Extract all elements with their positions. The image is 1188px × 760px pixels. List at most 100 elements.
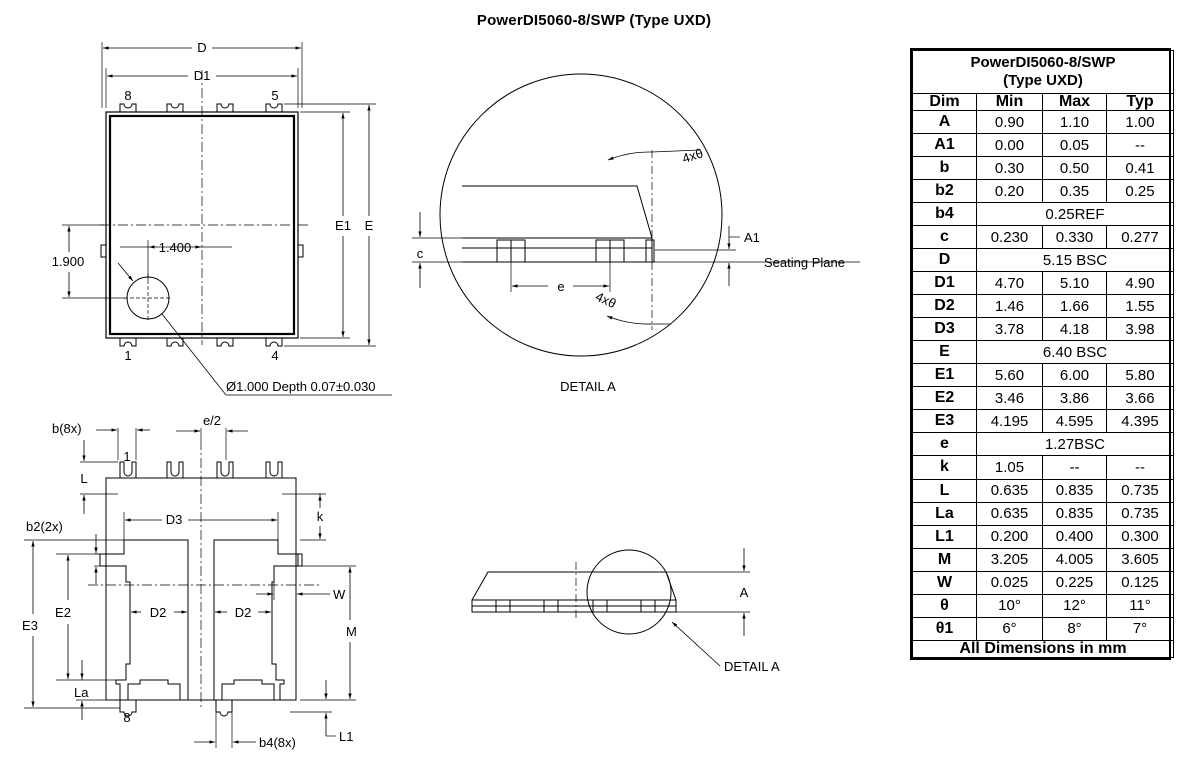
- value-span-cell: 6.40 BSC: [976, 340, 1174, 365]
- max-cell: 1.66: [1042, 294, 1107, 319]
- dim-cell: W: [912, 570, 977, 595]
- typ-cell: 0.125: [1106, 570, 1174, 595]
- pin-8-label: 8: [124, 88, 131, 103]
- max-cell: 6.00: [1042, 363, 1107, 388]
- dim-cell: D3: [912, 317, 977, 342]
- min-cell: 6°: [976, 616, 1043, 642]
- page-title: PowerDI5060-8/SWP (Type UXD): [476, 12, 712, 29]
- typ-cell: 11°: [1106, 593, 1174, 618]
- dim-cell: La: [912, 501, 977, 526]
- min-cell: 3.78: [976, 317, 1043, 342]
- dim-L1-label: L1: [339, 729, 353, 744]
- min-cell: 4.70: [976, 271, 1043, 296]
- table-title-line2: (Type UXD): [1003, 72, 1083, 89]
- min-cell: 4.195: [976, 409, 1043, 434]
- dim-D2-right-label: D2: [235, 605, 252, 620]
- max-cell: 4.18: [1042, 317, 1107, 342]
- dim-b4-8x-label: b4(8x): [259, 735, 296, 750]
- dim-W-label: W: [333, 587, 346, 602]
- table-header-row: Dim Min Max Typ: [912, 93, 1174, 111]
- max-cell: --: [1042, 455, 1107, 480]
- dim-D3-label: D3: [166, 512, 183, 527]
- max-cell: 4.005: [1042, 547, 1107, 572]
- dim-b2-2x-label: b2(2x): [26, 519, 63, 534]
- dim-cell: E1: [912, 363, 977, 388]
- typ-cell: 7°: [1106, 616, 1174, 642]
- dim-cell: θ: [912, 593, 977, 618]
- typ-cell: 3.66: [1106, 386, 1174, 411]
- table-footer: All Dimensions in mm: [912, 640, 1174, 658]
- pin-1-label: 1: [124, 348, 131, 363]
- dimension-table: PowerDI5060-8/SWP (Type UXD) Dim Min Max…: [910, 48, 1174, 660]
- pin-8-label: 8: [123, 710, 130, 725]
- dim-D-label: D: [197, 40, 206, 55]
- typ-cell: 5.80: [1106, 363, 1174, 388]
- detail-a-view: [412, 73, 860, 357]
- dim-cell: D1: [912, 271, 977, 296]
- value-span-cell: 1.27BSC: [976, 432, 1174, 457]
- bottom-view-labels: b(8x) e/2 L k b2(2x) D3 E3 E2 D2 D2 W M …: [22, 413, 357, 750]
- typ-cell: 0.735: [1106, 501, 1174, 526]
- dim-M-label: M: [346, 624, 357, 639]
- typ-cell: 0.41: [1106, 156, 1174, 181]
- dim-cell: c: [912, 225, 977, 250]
- max-cell: 0.225: [1042, 570, 1107, 595]
- max-cell: 0.330: [1042, 225, 1107, 250]
- dim-E-label: E: [365, 218, 374, 233]
- side-view-labels: A DETAIL A: [724, 585, 780, 674]
- pin-1-label: 1: [123, 449, 130, 464]
- max-cell: 3.86: [1042, 386, 1107, 411]
- min-cell: 1.05: [976, 455, 1043, 480]
- dim-e-label: e: [557, 279, 564, 294]
- pin-5-label: 5: [271, 88, 278, 103]
- min-cell: 0.20: [976, 179, 1043, 204]
- bottom-pins: [119, 338, 283, 347]
- dim-A1-label: A1: [744, 230, 760, 245]
- max-cell: 0.50: [1042, 156, 1107, 181]
- dim-D1-label: D1: [194, 68, 211, 83]
- bottom-view: [24, 428, 356, 748]
- dim-cell: D: [912, 248, 977, 273]
- header-max: Max: [1042, 93, 1107, 111]
- angle-top-label: 4xθ: [680, 145, 705, 166]
- max-cell: 4.595: [1042, 409, 1107, 434]
- dim-cell: L: [912, 478, 977, 503]
- table-title: PowerDI5060-8/SWP (Type UXD): [912, 50, 1174, 94]
- dim-cell: D2: [912, 294, 977, 319]
- dim-cell: θ1: [912, 616, 977, 642]
- min-cell: 0.230: [976, 225, 1043, 250]
- min-cell: 0.200: [976, 524, 1043, 549]
- typ-cell: --: [1106, 133, 1174, 158]
- dim-b8x-label: b(8x): [52, 421, 82, 436]
- min-cell: 0.90: [976, 109, 1043, 135]
- min-cell: 0.30: [976, 156, 1043, 181]
- header-dim: Dim: [912, 93, 977, 111]
- max-cell: 0.05: [1042, 133, 1107, 158]
- dim-cell: L1: [912, 524, 977, 549]
- dim-c-label: c: [417, 246, 424, 261]
- dim-cell: E: [912, 340, 977, 365]
- table-title-line1: PowerDI5060-8/SWP: [970, 54, 1116, 71]
- dim-cell: E2: [912, 386, 977, 411]
- top-pins: [119, 103, 283, 112]
- typ-cell: 3.98: [1106, 317, 1174, 342]
- min-cell: 0.635: [976, 501, 1043, 526]
- dim-1400-label: 1.400: [159, 240, 192, 255]
